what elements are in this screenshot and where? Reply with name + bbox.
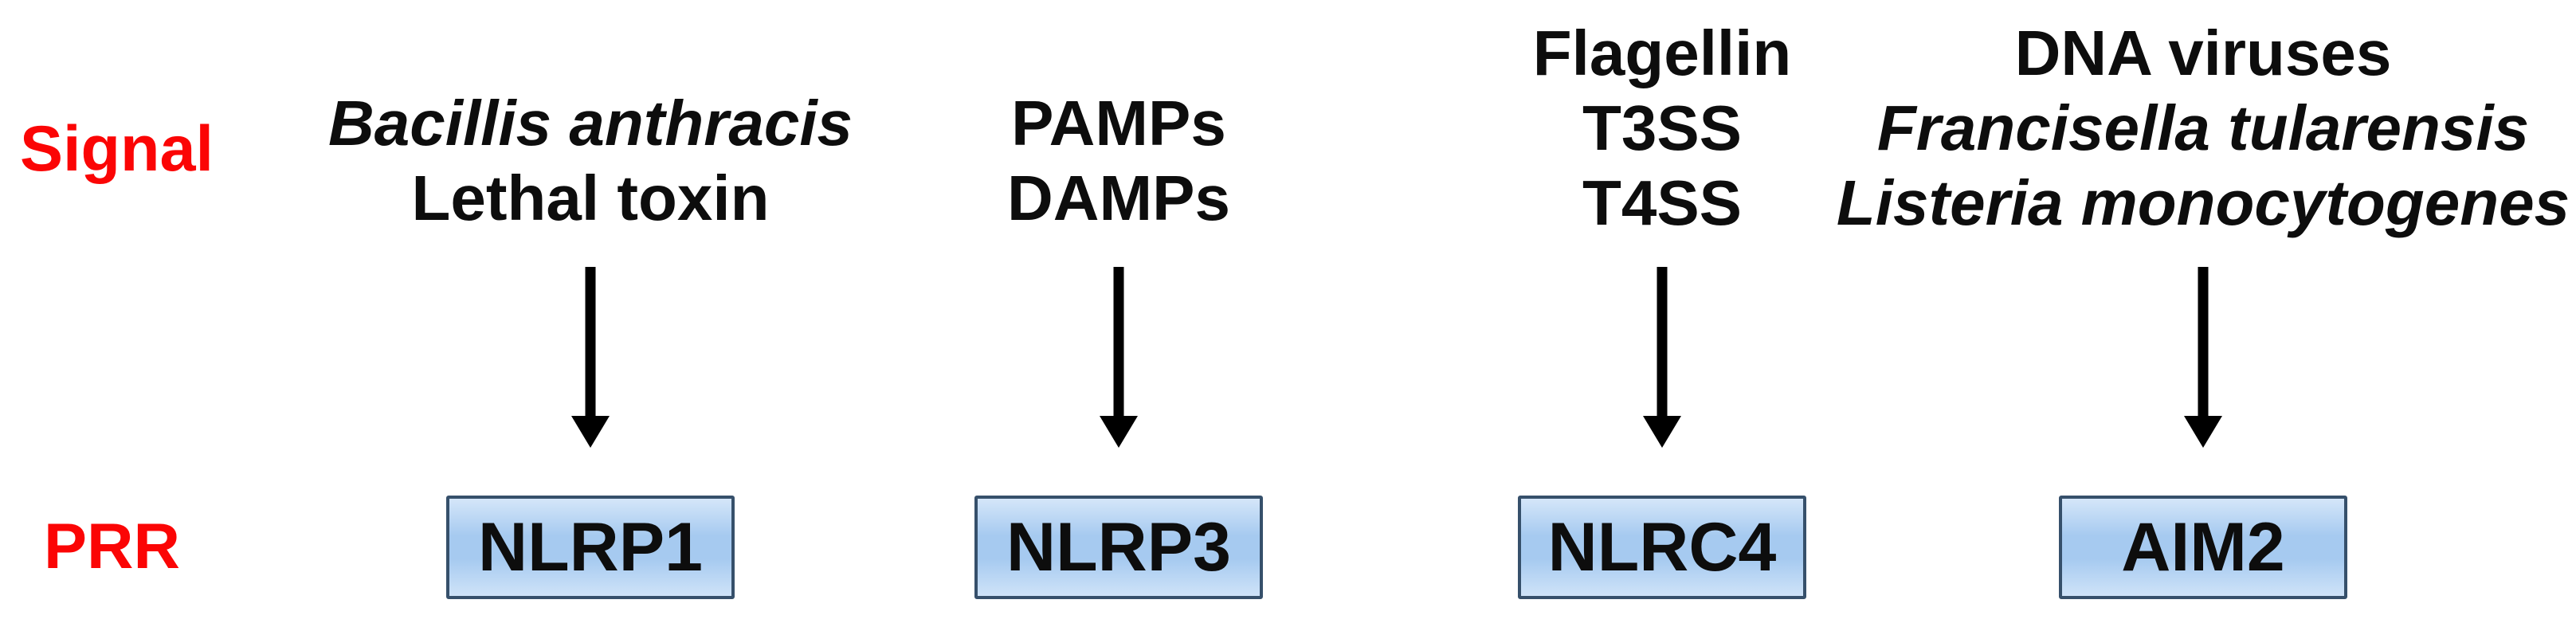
signal-line: Francisella tularensis [1876, 92, 2530, 163]
prr-box-nlrp1: NLRP1 [446, 496, 735, 599]
prr-box-label: NLRC4 [1547, 509, 1777, 586]
column-nlrc4: Flagellin T3SS T4SS NLRC4 [1224, 0, 2100, 627]
signal-line: T3SS [1582, 92, 1743, 163]
signal-line: DNA viruses [2014, 18, 2392, 88]
signal-line: Flagellin [1532, 18, 1792, 88]
prr-box-nlrc4: NLRC4 [1518, 496, 1806, 599]
column-aim2: DNA viruses Francisella tularensis Liste… [1765, 0, 2576, 627]
prr-row-label: PRR [44, 511, 181, 582]
down-arrow-icon [1643, 267, 1681, 448]
signal-text-block: DNA viruses Francisella tularensis Liste… [1765, 16, 2576, 241]
signal-line: Listeria monocytogenes [1836, 167, 2570, 238]
signal-line: Lethal toxin [411, 163, 770, 233]
signal-text-block: Flagellin T3SS T4SS [1224, 16, 2100, 241]
signal-row-label: Signal [20, 113, 214, 185]
signal-text-block: Bacillis anthracis Lethal toxin [152, 86, 1029, 236]
prr-box-aim2: AIM2 [2059, 496, 2347, 599]
prr-box-label: NLRP3 [1006, 509, 1231, 586]
signal-line: DAMPs [1006, 163, 1231, 233]
prr-box-nlrp3: NLRP3 [974, 496, 1263, 599]
prr-box-label: NLRP1 [478, 509, 703, 586]
down-arrow-icon [1100, 267, 1138, 448]
signal-line: PAMPs [1011, 88, 1226, 159]
signal-text-block: PAMPs DAMPs [680, 86, 1557, 236]
column-nlrp3: PAMPs DAMPs NLRP3 [680, 0, 1557, 627]
signal-line: Bacillis anthracis [327, 88, 853, 159]
signal-line: T4SS [1582, 167, 1743, 238]
column-nlrp1: Bacillis anthracis Lethal toxin NLRP1 [152, 0, 1029, 627]
down-arrow-icon [2184, 267, 2222, 448]
down-arrow-icon [571, 267, 610, 448]
prr-box-label: AIM2 [2121, 509, 2285, 586]
